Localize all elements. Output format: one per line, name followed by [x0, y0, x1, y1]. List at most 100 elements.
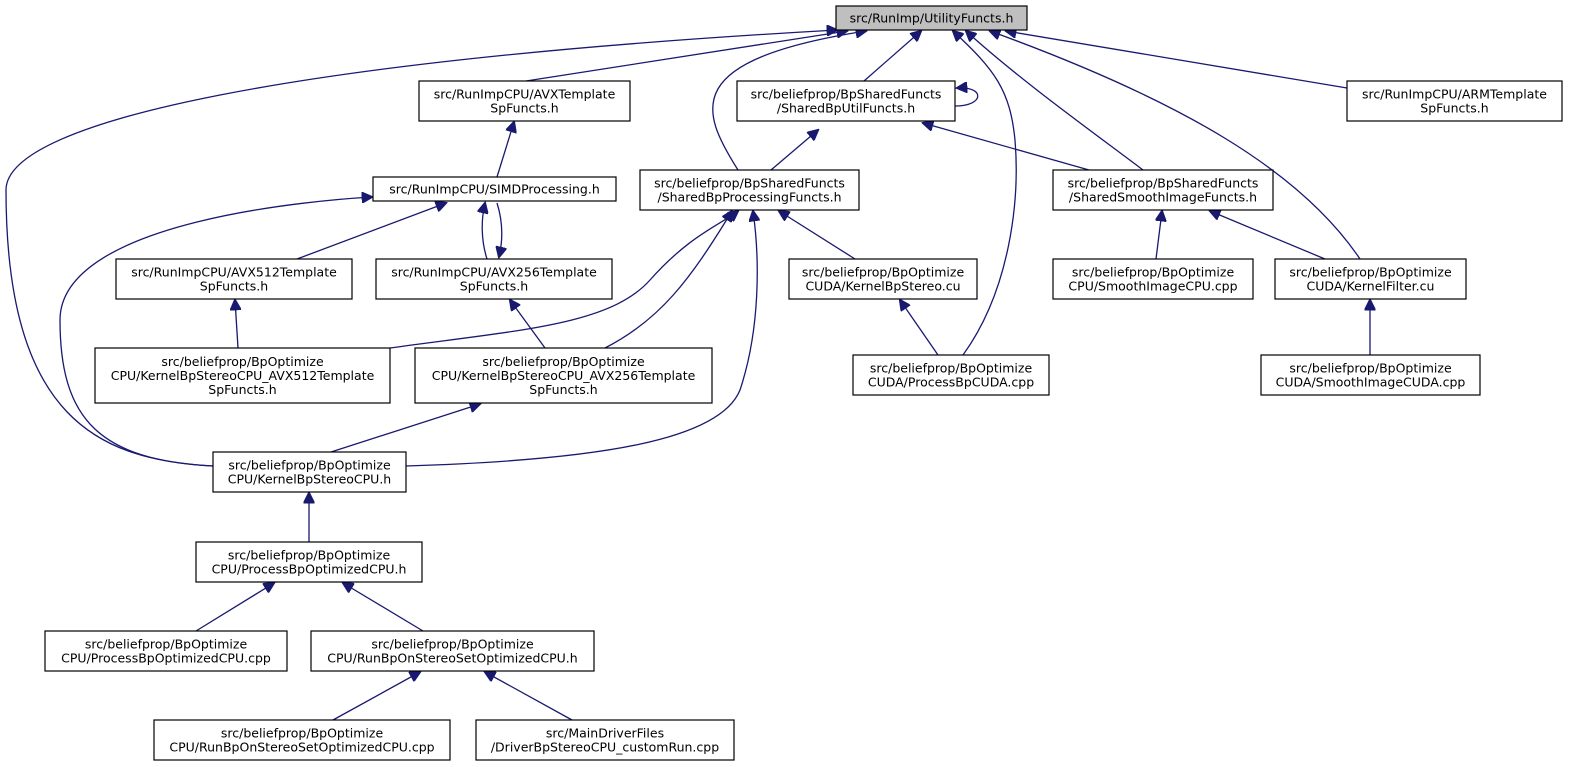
node-label-line: src/beliefprop/BpOptimize [228, 548, 391, 563]
edge-bp_smooth-to-root [966, 31, 1144, 171]
edge-avx512-to-simd [296, 203, 446, 260]
node-k_avx512[interactable]: src/beliefprop/BpOptimizeCPU/KernelBpSte… [94, 347, 391, 404]
node-box [1274, 258, 1467, 300]
node-label-line: /DriverBpStereoCPU_customRun.cpp [491, 740, 719, 755]
edge-arm_tmpl-to-root [1006, 31, 1348, 89]
node-simd[interactable]: src/RunImpCPU/SIMDProcessing.h [372, 176, 617, 202]
edge-kcpu_h-to-simd [59, 197, 372, 467]
edge-line [966, 31, 1144, 171]
edge-k_avx256-to-avx256 [510, 300, 546, 349]
node-label-line: src/beliefprop/BpOptimize [228, 458, 391, 473]
edge-line [954, 88, 979, 107]
node-box [212, 451, 407, 493]
edge-bp_smooth-to-bp_util [923, 123, 1090, 171]
node-proc_cuda[interactable]: src/beliefprop/BpOptimizeCUDA/ProcessBpC… [852, 354, 1050, 396]
edge-line [770, 130, 818, 171]
edge-avx_tmpl-to-root [525, 31, 847, 82]
node-label-line: src/RunImpCPU/SIMDProcessing.h [389, 182, 600, 197]
edge-proc_cuda-to-kernel_cu [900, 300, 939, 356]
node-smooth_cuda[interactable]: src/beliefprop/BpOptimizeCUDA/SmoothImag… [1260, 354, 1481, 396]
edge-kfilter_cu-to-root [990, 31, 1361, 260]
edge-smooth_cpu-to-bp_smooth [1156, 211, 1162, 260]
edge-proc_opt_cpp-to-proc_opt_h [195, 583, 274, 632]
node-run_opt_cpp[interactable]: src/beliefprop/BpOptimizeCPU/RunBpOnSter… [153, 719, 451, 761]
node-box [736, 80, 956, 122]
node-box [375, 258, 613, 300]
node-root[interactable]: src/RunImp/UtilityFuncts.h [835, 5, 1028, 31]
edge-simd-to-avx_tmpl [496, 122, 514, 178]
node-label-line: src/RunImpCPU/ARMTemplate [1362, 87, 1547, 102]
node-label-line: CPU/SmoothImageCPU.cpp [1068, 279, 1237, 294]
edge-line [953, 31, 1017, 356]
edge-kcpu_h-to-bp_proc [405, 211, 757, 467]
edge-line [525, 31, 847, 82]
edge-k_avx256-to-bp_proc [604, 211, 732, 349]
node-label-line: SpFuncts.h [460, 279, 528, 294]
node-label-line: src/beliefprop/BpOptimize [85, 637, 248, 652]
node-label-line: CPU/RunBpOnStereoSetOptimizedCPU.h [327, 651, 577, 666]
node-box [852, 354, 1050, 396]
node-label-line: /SharedBpUtilFuncts.h [777, 101, 915, 116]
edge-line [485, 672, 573, 721]
edge-simd-to-avx256 [497, 202, 502, 257]
edge-line [712, 31, 866, 171]
node-bp_util[interactable]: src/beliefprop/BpSharedFuncts/SharedBpUt… [736, 80, 956, 122]
node-box [372, 176, 617, 202]
node-smooth_cpu[interactable]: src/beliefprop/BpOptimizeCPU/SmoothImage… [1052, 258, 1254, 300]
node-label-line: src/beliefprop/BpOptimize [1289, 361, 1452, 376]
edge-line [604, 211, 732, 349]
edge-bp_util-to-root [863, 31, 921, 82]
node-kfilter_cu[interactable]: src/beliefprop/BpOptimizeCUDA/KernelFilt… [1274, 258, 1467, 300]
node-label-line: src/beliefprop/BpOptimize [221, 726, 384, 741]
edge-line [296, 203, 446, 260]
edge-line [5, 30, 837, 467]
node-label-line: src/beliefprop/BpSharedFuncts [751, 87, 942, 102]
node-label-line: src/RunImpCPU/AVX512Template [131, 265, 337, 280]
node-box [115, 258, 353, 300]
node-bp_smooth[interactable]: src/beliefprop/BpSharedFuncts/SharedSmoo… [1052, 169, 1274, 211]
node-box [1260, 354, 1481, 396]
node-proc_opt_cpp[interactable]: src/beliefprop/BpOptimizeCPU/ProcessBpOp… [44, 630, 288, 672]
edge-line [195, 583, 274, 632]
edge-driver-to-run_opt_h [485, 672, 573, 721]
edge-line [497, 202, 502, 257]
node-run_opt_h[interactable]: src/beliefprop/BpOptimizeCPU/RunBpOnSter… [310, 630, 595, 672]
node-bp_proc[interactable]: src/beliefprop/BpSharedFuncts/SharedBpPr… [639, 169, 860, 211]
edge-k_avx512-to-avx512 [235, 300, 238, 349]
node-label-line: CPU/KernelBpStereoCPU.h [228, 472, 391, 487]
node-label-line: CPU/ProcessBpOptimizedCPU.cpp [61, 651, 271, 666]
node-label-line: src/beliefprop/BpOptimize [1072, 265, 1235, 280]
node-label-line: SpFuncts.h [200, 279, 268, 294]
edge-line [389, 211, 738, 349]
edge-kernel_cu-to-bp_proc [779, 211, 856, 260]
node-label-line: CPU/KernelBpStereoCPU_AVX256Template [432, 368, 696, 383]
node-kernel_cu[interactable]: src/beliefprop/BpOptimizeCUDA/KernelBpSt… [788, 258, 978, 300]
edge-line [482, 203, 487, 260]
node-label-line: src/beliefprop/BpOptimize [870, 361, 1033, 376]
node-label-line: SpFuncts.h [1420, 101, 1488, 116]
node-k_avx256[interactable]: src/beliefprop/BpOptimizeCPU/KernelBpSte… [414, 347, 713, 404]
node-label-line: src/beliefprop/BpSharedFuncts [654, 176, 845, 191]
node-proc_opt_h[interactable]: src/beliefprop/BpOptimizeCPU/ProcessBpOp… [195, 541, 423, 583]
node-label-line: src/beliefprop/BpOptimize [161, 354, 324, 369]
node-box [835, 5, 1028, 31]
node-box [475, 719, 735, 761]
node-label-line: src/beliefprop/BpOptimize [802, 265, 965, 280]
edge-line [1156, 211, 1162, 260]
node-driver[interactable]: src/MainDriverFiles/DriverBpStereoCPU_cu… [475, 719, 735, 761]
edge-line [343, 583, 424, 632]
node-box [1052, 258, 1254, 300]
node-box [195, 541, 423, 583]
edge-line [1006, 31, 1348, 89]
node-box [94, 347, 391, 404]
node-box [639, 169, 860, 211]
node-kcpu_h[interactable]: src/beliefprop/BpOptimizeCPU/KernelBpSte… [212, 451, 407, 493]
node-label-line: src/beliefprop/BpSharedFuncts [1068, 176, 1259, 191]
node-label-line: SpFuncts.h [490, 101, 558, 116]
edge-line [900, 300, 939, 356]
